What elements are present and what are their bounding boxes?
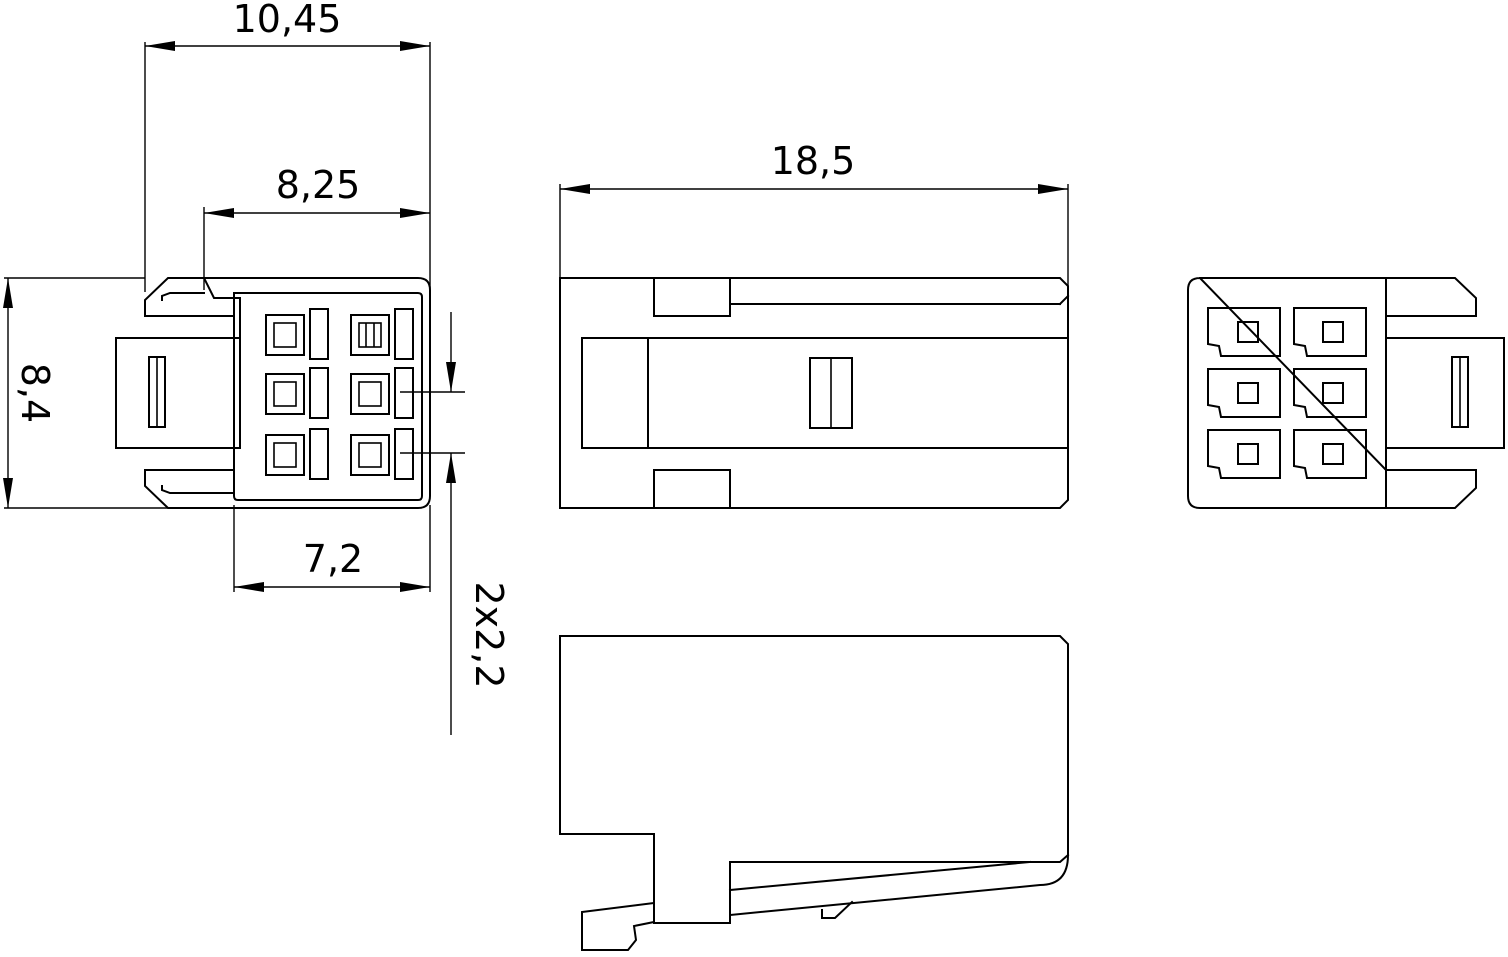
dim-overall-width: 10,45	[144, 0, 431, 292]
dim-height: 8,4	[3, 277, 168, 509]
cavity-5-slot	[309, 428, 329, 480]
cavity-1-slot	[309, 308, 329, 360]
front-inner-body	[233, 292, 423, 501]
side-view	[559, 635, 1070, 951]
rear-view-outline	[1187, 276, 1477, 509]
cavity-3-slot	[309, 367, 329, 419]
dim-overall-width-label: 10,45	[233, 0, 342, 41]
rear-latch-tab	[1385, 337, 1505, 449]
top-view-tab-lower	[653, 469, 731, 509]
cavity-5	[265, 434, 305, 476]
front-latch-lower	[144, 469, 235, 494]
dim-cavity-width: 7,2	[233, 505, 431, 592]
top-view-tab-upper	[653, 277, 731, 317]
side-view-hook	[821, 900, 854, 919]
rear-view	[1187, 276, 1505, 509]
cavity-4-slot	[394, 367, 414, 419]
front-view: 10,45 8,25 8,4 7,2	[3, 0, 511, 735]
cavity-3	[265, 373, 305, 415]
top-view-latch	[581, 337, 1069, 449]
dim-pitch: 2x2,2	[400, 312, 511, 735]
side-view-latch-top	[729, 853, 1070, 863]
dim-length-label: 18,5	[771, 139, 856, 183]
cavity-2	[350, 314, 390, 356]
dim-height-label: 8,4	[13, 363, 57, 423]
dim-inner-width-label: 8,25	[276, 163, 361, 207]
cavity-1	[265, 314, 305, 356]
front-latch-tab	[115, 337, 241, 449]
dim-length: 18,5	[559, 139, 1069, 286]
rear-cavities	[1207, 307, 1367, 479]
cavity-6-slot	[394, 428, 414, 480]
cavity-6	[350, 434, 390, 476]
dim-pitch-label: 2x2,2	[467, 581, 511, 688]
front-latch-upper	[144, 276, 241, 339]
cavity-4	[350, 373, 390, 415]
front-housing-outline	[144, 277, 431, 509]
top-view-outline	[559, 277, 1069, 509]
front-cavities	[265, 308, 414, 480]
dim-cavity-width-label: 7,2	[303, 537, 363, 581]
dim-inner-width: 8,25	[203, 163, 430, 290]
side-view-outline	[559, 635, 1069, 951]
top-view: 18,5	[559, 139, 1070, 509]
cavity-2-slot	[394, 308, 414, 360]
